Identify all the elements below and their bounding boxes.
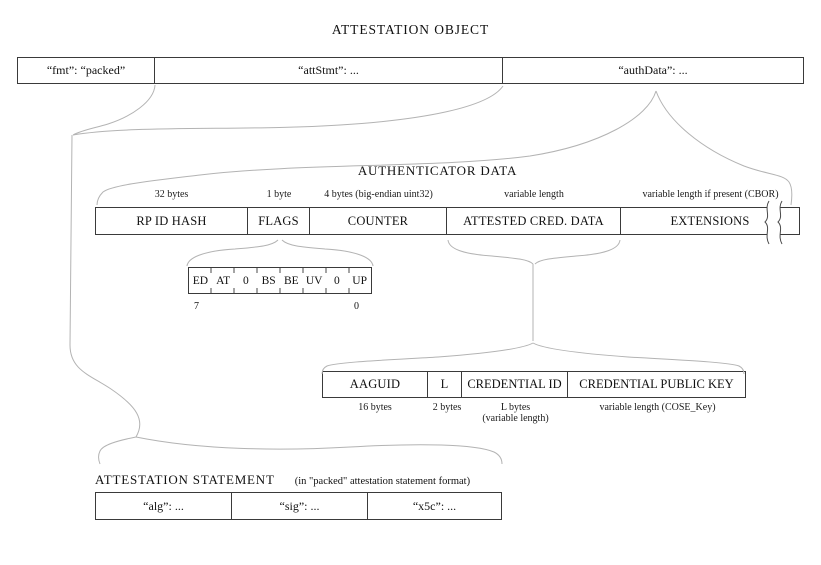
curve-attstmt-right: [72, 85, 504, 136]
cell-alg: “alg”: ...: [95, 492, 232, 520]
brace-acd-left: [447, 239, 534, 265]
field-l: L: [427, 371, 462, 398]
flags-bits-box: ED AT 0 BS BE UV 0 UP: [188, 267, 372, 294]
cell-x5c: “x5c”: ...: [367, 492, 502, 520]
bit-be: BE: [284, 274, 299, 287]
size-label-counter: 4 bytes (big-endian uint32): [324, 188, 433, 200]
size-label-attested-cred-data: variable length: [504, 188, 564, 200]
tent-acd-right: [532, 342, 745, 375]
size-label-aaguid: 16 bytes: [358, 402, 392, 413]
bit-at: AT: [216, 274, 231, 287]
bit-zero-1: 0: [334, 274, 340, 287]
authenticator-data-row: RP ID HASH FLAGS COUNTER ATTESTED CRED. …: [95, 207, 800, 235]
field-aaguid: AAGUID: [322, 371, 428, 398]
size-label-credential-id: L bytes: [500, 402, 531, 413]
cell-authdata: “authData”: ...: [502, 57, 804, 84]
attestation-statement-format-note: (in "packed" attestation statement forma…: [294, 476, 471, 487]
brace-acd-right: [534, 239, 621, 265]
bit-ed: ED: [192, 274, 209, 287]
bit-index-0: 0: [354, 301, 359, 312]
cell-attstmt: “attStmt”: ...: [154, 57, 503, 84]
field-attested-cred-data: ATTESTED CRED. DATA: [446, 207, 621, 235]
attestation-statement-header: ATTESTATION STATEMENT (in "packed" attes…: [95, 472, 470, 488]
field-extensions: EXTENSIONS: [620, 207, 800, 235]
bit-bs: BS: [261, 274, 276, 287]
brace-attestation-statement-left: [98, 436, 137, 465]
curve-attstmt-left: [72, 84, 156, 136]
attested-cred-data-row: AAGUID L CREDENTIAL ID CREDENTIAL PUBLIC…: [322, 371, 746, 398]
size-label-rp-id-hash: 32 bytes: [154, 188, 189, 200]
size-label-extensions: variable length if present (CBOR): [642, 188, 779, 200]
field-credential-public-key: CREDENTIAL PUBLIC KEY: [567, 371, 746, 398]
attestation-statement-row: “alg”: ... “sig”: ... “x5c”: ...: [95, 492, 502, 520]
size-label-credential-public-key: variable length (COSE_Key): [599, 402, 716, 413]
page-title: ATTESTATION OBJECT: [331, 22, 490, 37]
attestation-object-row: “fmt”: “packed” “attStmt”: ... “authData…: [17, 57, 804, 84]
bit-zero-6: 0: [243, 274, 249, 287]
cell-sig: “sig”: ...: [231, 492, 368, 520]
field-flags: FLAGS: [247, 207, 310, 235]
brace-attestation-statement-right: [135, 436, 503, 465]
tent-acd-left: [321, 342, 534, 375]
attestation-statement-title: ATTESTATION STATEMENT: [95, 472, 275, 487]
field-counter: COUNTER: [309, 207, 447, 235]
curve-attstmt-rail: [69, 134, 141, 438]
size-label-flags: 1 byte: [266, 188, 292, 200]
bit-uv: UV: [305, 274, 323, 287]
field-rp-id-hash: RP ID HASH: [95, 207, 248, 235]
brace-flags-left: [186, 239, 279, 267]
bit-up: UP: [352, 274, 367, 287]
bit-index-7: 7: [194, 301, 199, 312]
brace-flags-right: [281, 239, 374, 267]
cell-fmt: “fmt”: “packed”: [17, 57, 155, 84]
field-credential-id: CREDENTIAL ID: [461, 371, 568, 398]
size-label-credential-id-2: (variable length): [482, 413, 549, 424]
authenticator-data-title: AUTHENTICATOR DATA: [357, 162, 518, 178]
size-label-l: 2 bytes: [432, 402, 462, 413]
